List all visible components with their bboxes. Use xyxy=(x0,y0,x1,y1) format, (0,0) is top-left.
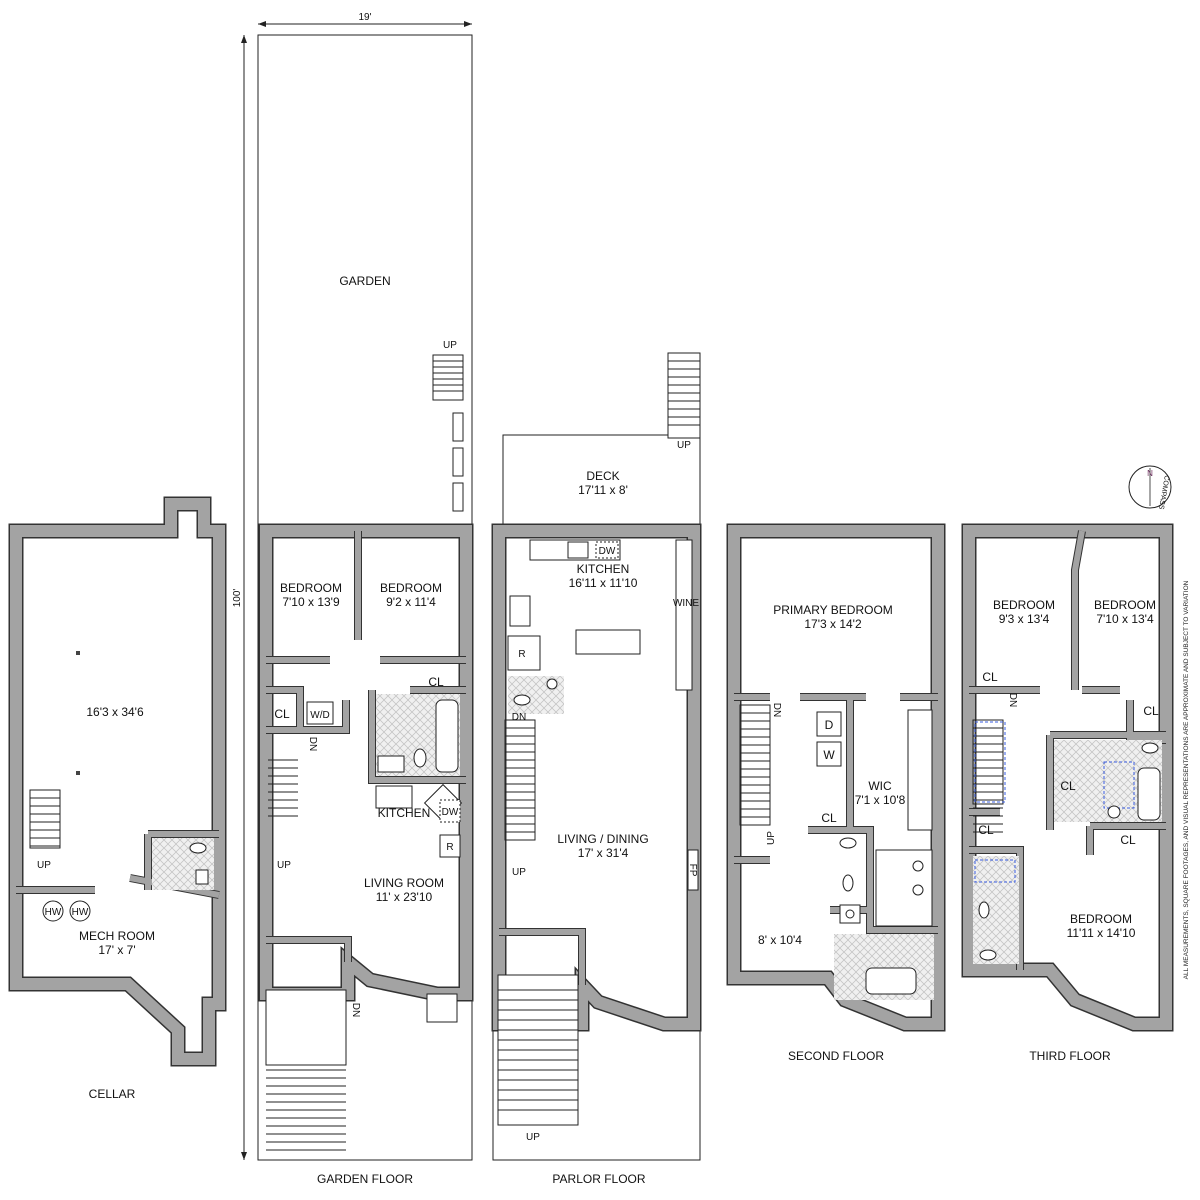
svg-text:D: D xyxy=(825,718,834,732)
svg-text:CL: CL xyxy=(821,811,837,825)
svg-text:W: W xyxy=(823,748,835,762)
floor-title-garden: GARDEN FLOOR xyxy=(317,1172,413,1186)
floor-title-parlor: PARLOR FLOOR xyxy=(552,1172,645,1186)
svg-text:LIVING / DINING: LIVING / DINING xyxy=(557,832,648,846)
third-floor-plan: DN BEDROOM 9'3 x 13'4 BEDROOM 7'10 x 13'… xyxy=(961,523,1174,1063)
garden-label: GARDEN xyxy=(339,274,390,288)
svg-text:100': 100' xyxy=(232,589,243,608)
svg-text:BEDROOM: BEDROOM xyxy=(280,581,342,595)
width-dimension: 19' xyxy=(258,12,472,27)
svg-text:16'11 x 11'10: 16'11 x 11'10 xyxy=(569,576,638,590)
svg-text:DN: DN xyxy=(350,1003,361,1017)
water-heater-1: HW xyxy=(42,900,64,922)
svg-text:N: N xyxy=(1147,469,1153,478)
svg-text:UP: UP xyxy=(277,860,291,871)
svg-text:CL: CL xyxy=(982,670,998,684)
svg-text:UP: UP xyxy=(37,860,51,871)
svg-text:CL: CL xyxy=(1120,833,1136,847)
svg-text:MECH ROOM: MECH ROOM xyxy=(79,929,155,943)
svg-text:CL: CL xyxy=(978,823,994,837)
svg-text:19': 19' xyxy=(358,12,371,23)
svg-text:9'2 x 11'4: 9'2 x 11'4 xyxy=(386,595,436,609)
svg-text:8' x 10'4: 8' x 10'4 xyxy=(758,933,802,947)
svg-text:DW: DW xyxy=(442,807,459,818)
cellar-plan: 16'3 x 34'6 UP HW HW MECH ROOM 17' x 7' … xyxy=(8,496,227,1101)
svg-text:11'11 x 14'10: 11'11 x 14'10 xyxy=(1067,926,1136,940)
svg-text:BEDROOM: BEDROOM xyxy=(380,581,442,595)
svg-text:UP: UP xyxy=(526,1132,540,1143)
svg-text:R: R xyxy=(446,842,453,853)
garden-floor-plan: GARDEN UP BEDROOM 7'10 x 13'9 BEDROOM 9'… xyxy=(257,34,474,1186)
svg-text:DN: DN xyxy=(771,703,782,717)
svg-text:DN: DN xyxy=(1007,693,1018,707)
svg-text:7'10 x 13'4: 7'10 x 13'4 xyxy=(1096,612,1154,626)
cellar-main-dim: 16'3 x 34'6 xyxy=(86,705,144,719)
svg-text:UP: UP xyxy=(766,831,777,845)
svg-text:17' x 31'4: 17' x 31'4 xyxy=(578,846,629,860)
svg-text:UP: UP xyxy=(512,867,526,878)
svg-text:9'3 x 13'4: 9'3 x 13'4 xyxy=(999,612,1050,626)
compass-icon: N COMPASS xyxy=(1128,465,1172,510)
svg-text:17' x 7': 17' x 7' xyxy=(98,943,135,957)
svg-text:7'10 x 13'9: 7'10 x 13'9 xyxy=(282,595,340,609)
svg-text:W/D: W/D xyxy=(310,710,329,721)
svg-text:UP: UP xyxy=(443,340,457,351)
svg-text:17'11 x 8': 17'11 x 8' xyxy=(578,483,628,497)
svg-text:LIVING ROOM: LIVING ROOM xyxy=(364,876,444,890)
parlor-floor-plan: UP DECK 17'11 x 8' DW WINE FP KITCHEN 16… xyxy=(491,352,702,1186)
depth-dimension: 100' xyxy=(232,35,247,1160)
svg-text:CL: CL xyxy=(274,707,290,721)
svg-text:11' x 23'10: 11' x 23'10 xyxy=(376,890,433,904)
svg-text:DN: DN xyxy=(307,737,318,751)
svg-text:BEDROOM: BEDROOM xyxy=(1094,598,1156,612)
svg-text:CL: CL xyxy=(1143,704,1159,718)
svg-text:KITCHEN: KITCHEN xyxy=(378,806,431,820)
svg-text:FP: FP xyxy=(687,864,698,877)
svg-text:KITCHEN: KITCHEN xyxy=(577,562,630,576)
svg-text:17'3 x 14'2: 17'3 x 14'2 xyxy=(804,617,862,631)
svg-text:UP: UP xyxy=(677,440,691,451)
svg-text:BEDROOM: BEDROOM xyxy=(1070,912,1132,926)
disclaimer: ALL MEASUREMENTS, SQUARE FOOTAGES, AND V… xyxy=(1183,580,1190,979)
svg-text:CL: CL xyxy=(1060,779,1076,793)
svg-text:BEDROOM: BEDROOM xyxy=(993,598,1055,612)
svg-text:CL: CL xyxy=(428,675,444,689)
floor-title-cellar: CELLAR xyxy=(89,1087,136,1101)
svg-text:DW: DW xyxy=(599,546,616,557)
svg-text:DN: DN xyxy=(512,712,526,723)
svg-text:7'1 x 10'8: 7'1 x 10'8 xyxy=(855,793,906,807)
svg-text:WINE: WINE xyxy=(673,598,699,609)
floor-title-third: THIRD FLOOR xyxy=(1029,1049,1111,1063)
svg-text:DECK: DECK xyxy=(586,469,619,483)
water-heater-2: HW xyxy=(69,900,91,922)
floor-title-second: SECOND FLOOR xyxy=(788,1049,884,1063)
svg-text:WIC: WIC xyxy=(868,779,892,793)
svg-text:PRIMARY BEDROOM: PRIMARY BEDROOM xyxy=(773,603,893,617)
svg-text:HW: HW xyxy=(72,907,89,918)
second-floor-plan: DN UP PRIMARY BEDROOM 17'3 x 14'2 D W CL… xyxy=(726,523,946,1063)
svg-text:R: R xyxy=(518,649,525,660)
svg-text:HW: HW xyxy=(45,907,62,918)
